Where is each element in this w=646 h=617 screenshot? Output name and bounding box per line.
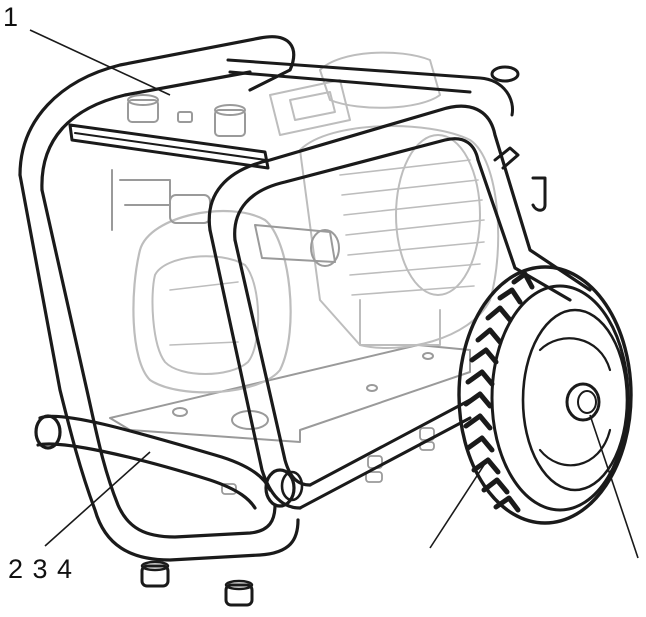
leader-line-hub xyxy=(589,414,639,559)
pump-housing xyxy=(132,209,292,394)
wheel-hub xyxy=(565,382,601,422)
wheel-tyre-outer xyxy=(457,265,633,525)
leader-line-tyre xyxy=(429,461,487,549)
callout-label-234: 2 3 4 xyxy=(8,554,74,584)
wheel-rim xyxy=(521,308,629,492)
hook-clip-upper xyxy=(493,146,520,170)
leader-line-234 xyxy=(44,451,151,547)
wheel-tread xyxy=(463,271,535,513)
rubber-feet xyxy=(140,560,254,607)
ghosted-internals xyxy=(109,51,500,495)
front-handle xyxy=(34,414,304,510)
callout-label-1: 1 xyxy=(3,2,19,32)
tubular-frame xyxy=(18,35,592,562)
hook-clip-lower xyxy=(531,176,547,212)
leader-lines xyxy=(29,29,639,559)
leader-line-1 xyxy=(29,29,171,96)
foot-right xyxy=(224,583,254,607)
foot-left xyxy=(140,564,170,588)
wheel xyxy=(457,265,633,525)
pump-head xyxy=(269,51,441,136)
electric-motor xyxy=(299,125,500,349)
fittings xyxy=(111,94,340,267)
